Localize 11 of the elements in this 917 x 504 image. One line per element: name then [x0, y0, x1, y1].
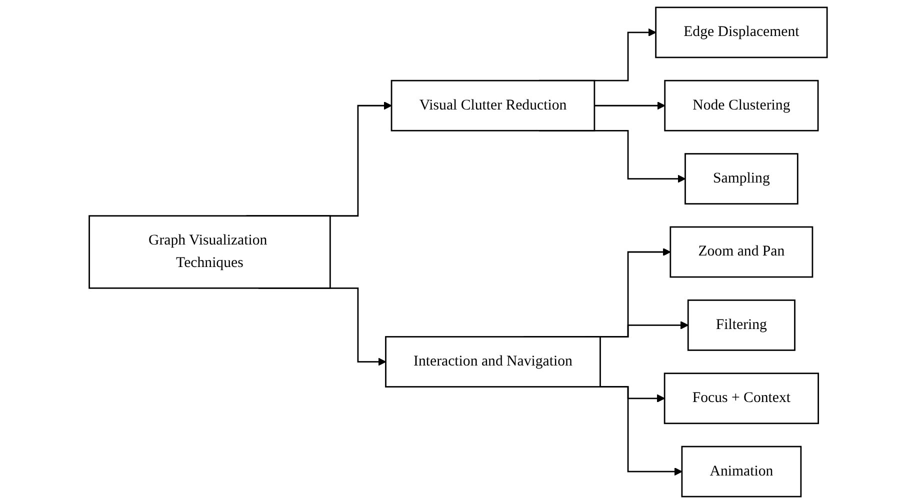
node-box: Node Clustering [664, 80, 820, 132]
node-box: Interaction and Navigation [385, 336, 602, 388]
node-box: Sampling [684, 153, 799, 205]
node-box: Zoom and Pan [670, 226, 814, 278]
node-box: Edge Displacement [655, 6, 828, 58]
node-box: Focus + Context [664, 372, 820, 424]
arrow [594, 102, 666, 110]
node-box: Filtering [688, 299, 796, 351]
node-box: Graph Visualization Techniques [88, 215, 332, 289]
node-box: Animation [682, 446, 802, 498]
node-box: Visual Clutter Reduction [391, 80, 596, 132]
